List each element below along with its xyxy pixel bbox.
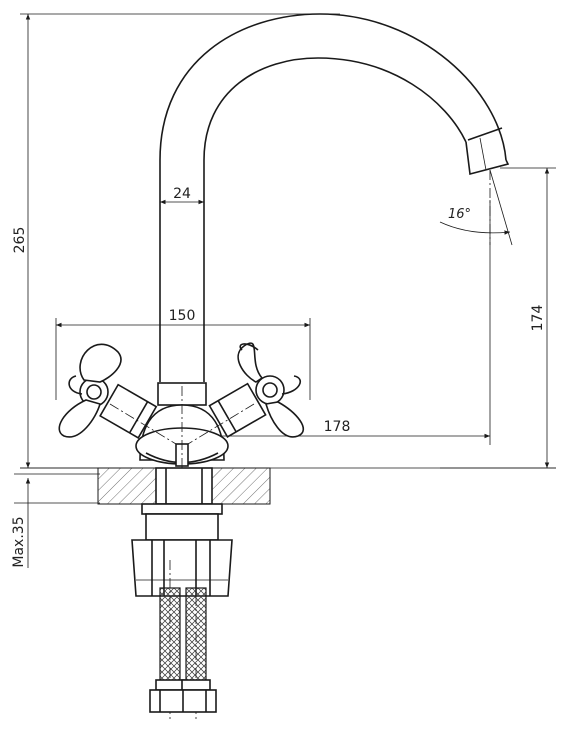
spout-angle-label: 16°: [448, 207, 471, 222]
dimension-handle-span: 150: [55, 308, 311, 400]
spout-reach-label: 178: [324, 419, 351, 435]
spout-height-label: 174: [530, 305, 546, 332]
handle-span-label: 150: [169, 308, 196, 324]
mount-thickness-label: Max.35: [11, 516, 27, 567]
mounting-nut: [131, 503, 233, 597]
countertop-section: [20, 467, 556, 505]
hose-fittings: [149, 679, 217, 713]
total-height-label: 265: [12, 227, 28, 254]
dimension-mount-thickness: Max.35: [11, 473, 100, 568]
spout: [159, 13, 510, 382]
flexible-hoses: [159, 560, 207, 720]
spout-diameter-label: 24: [173, 186, 191, 202]
right-handle: [187, 342, 305, 445]
dimension-spout-angle: 16°: [439, 169, 513, 246]
left-handle: [58, 343, 177, 445]
valve-body: [135, 386, 229, 480]
dimension-spout-diameter: 24: [159, 186, 205, 210]
dimension-spout-reach: 178: [182, 200, 491, 445]
